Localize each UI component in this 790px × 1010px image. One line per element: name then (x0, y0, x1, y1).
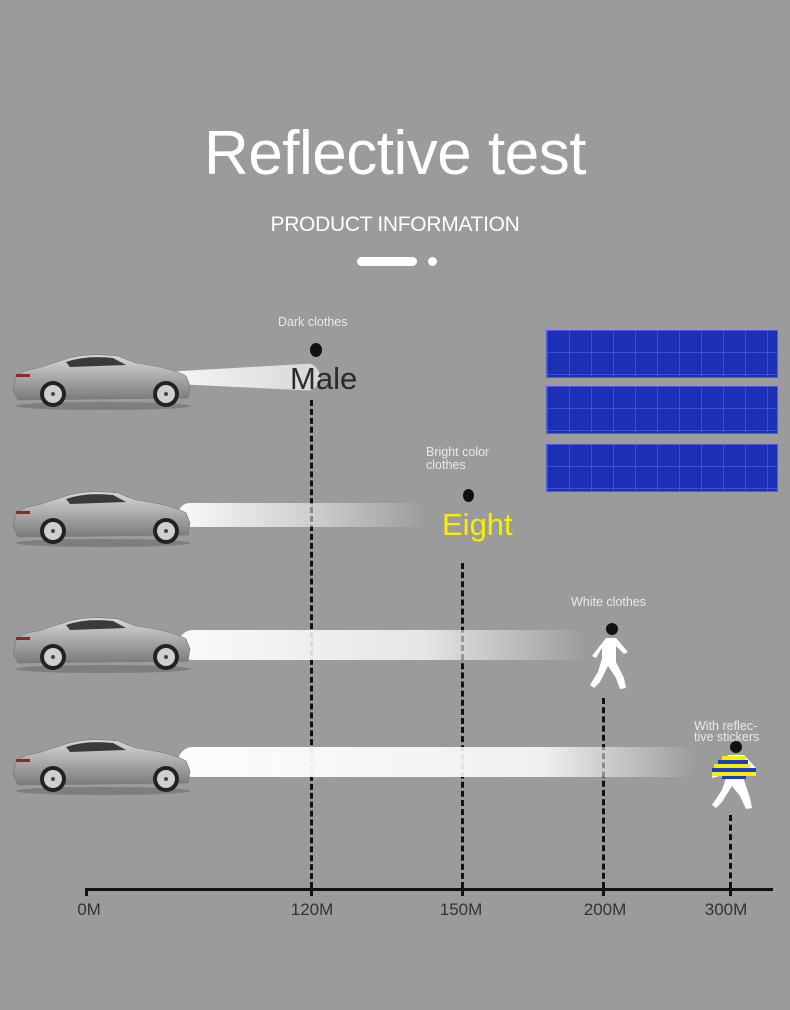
reflective-band (546, 444, 778, 492)
row-label-bright-clothes: Bright color clothes (426, 445, 490, 472)
axis-tick (310, 888, 313, 896)
distance-line-300m (729, 815, 732, 888)
pedestrian-white-icon (590, 623, 628, 689)
page-title: Reflective test (204, 119, 586, 188)
car-icon (8, 735, 193, 795)
reflective-tape-samples (546, 330, 778, 492)
reflective-band (546, 386, 778, 434)
headlight-beam (178, 747, 698, 777)
car-icon (8, 487, 193, 547)
axis-label-0m: 0M (77, 900, 101, 919)
axis-tick (461, 888, 464, 896)
distance-axis (85, 888, 773, 891)
row-overlay-text: Eight (442, 507, 513, 542)
car-icon (8, 350, 193, 410)
pedestrian-head-dark (310, 343, 322, 357)
pedestrian-reflective-icon (712, 741, 756, 809)
headlight-beam (178, 630, 588, 660)
distance-line-200m (602, 698, 605, 888)
carousel-indicator-dot (428, 257, 437, 266)
page-subtitle: PRODUCT INFORMATION (270, 213, 520, 236)
headlight-beam (178, 503, 428, 527)
row-label-dark-clothes: Dark clothes (278, 315, 348, 329)
axis-label-300m: 300M (704, 900, 748, 919)
row-label-white-clothes: White clothes (571, 595, 647, 609)
row-label-reflective-stickers: With reflec- tive stickers (694, 719, 760, 744)
axis-label-120m: 120M (290, 900, 334, 919)
row-overlay-text: Male (290, 361, 358, 396)
pedestrian-head-bright (463, 489, 474, 502)
axis-tick (602, 888, 605, 896)
distance-line-150m (461, 563, 464, 888)
axis-tick (85, 888, 88, 896)
axis-tick (729, 888, 732, 896)
axis-label-150m: 150M (439, 900, 483, 919)
carousel-indicator-active (357, 257, 417, 266)
reflective-band (546, 330, 778, 378)
car-icon (8, 613, 193, 673)
axis-label-200m: 200M (583, 900, 627, 919)
